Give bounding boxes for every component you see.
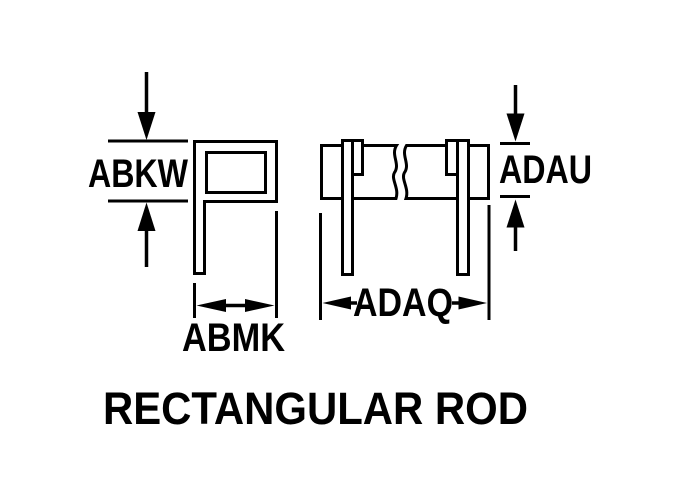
adau-up-arrow-icon (506, 199, 525, 228)
right-lead (445, 139, 470, 276)
diagram-title: RECTANGULAR ROD (103, 383, 528, 434)
adau-dimension: ADAU (499, 85, 592, 251)
abkw-label: ABKW (88, 152, 188, 196)
adau-down-arrow-icon (506, 113, 525, 142)
abmk-dimension: ABMK (182, 211, 285, 360)
abmk-left-arrow-icon (196, 299, 226, 312)
side-view-figure (320, 139, 490, 276)
adaq-label: ADAQ (353, 281, 453, 325)
end-view-figure (193, 140, 278, 275)
adau-label: ADAU (499, 148, 592, 192)
abmk-label: ABMK (182, 316, 285, 360)
end-view-inner-hole (205, 151, 267, 194)
adaq-left-arrow-icon (322, 296, 351, 310)
left-lead (341, 139, 364, 276)
adaq-dimension: ADAQ (319, 205, 491, 325)
abkw-down-arrow-icon (137, 112, 156, 140)
adaq-right-arrow-icon (458, 296, 487, 310)
abmk-right-arrow-icon (245, 299, 275, 312)
abkw-up-arrow-icon (137, 202, 156, 231)
abkw-dimension: ABKW (88, 72, 188, 267)
